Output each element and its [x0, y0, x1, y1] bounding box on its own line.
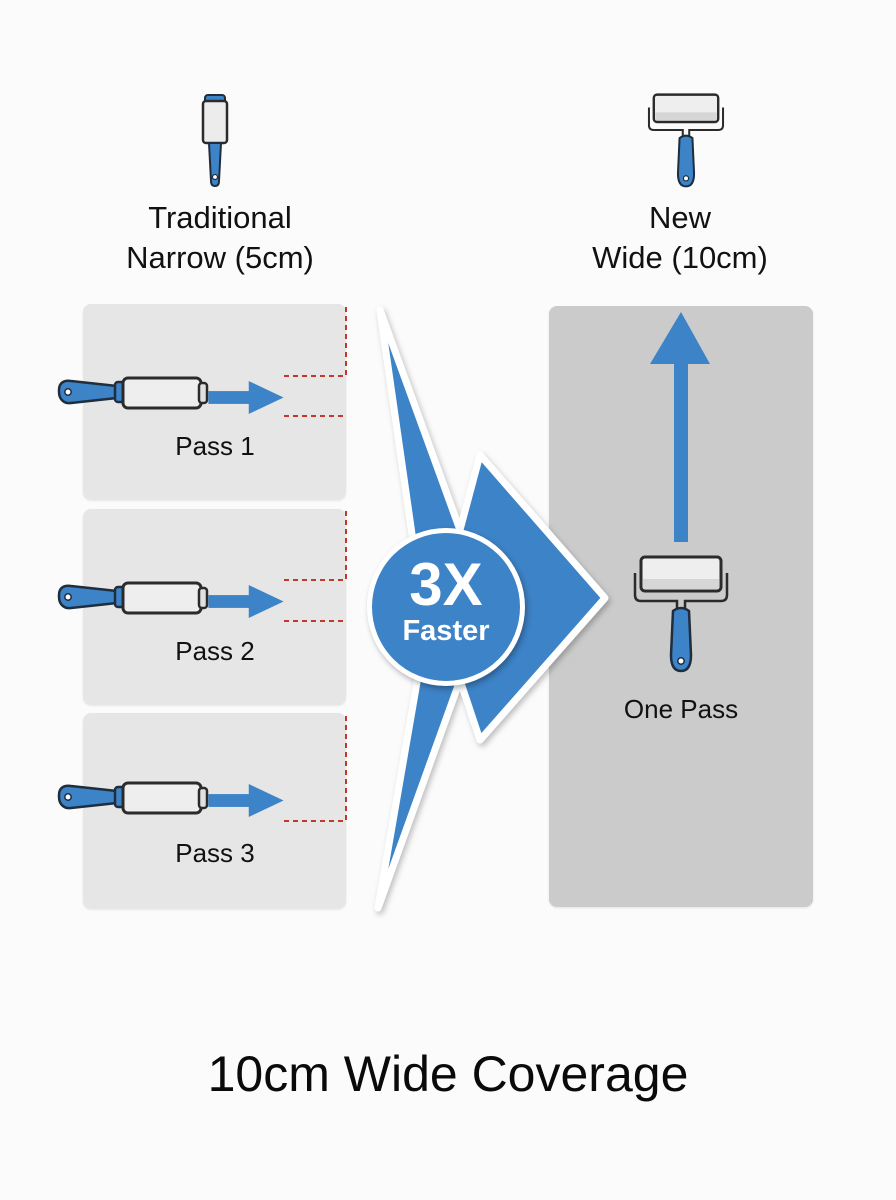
coverage-caption: 10cm Wide Coverage [207, 1046, 689, 1102]
pass-1-label: Pass 1 [175, 431, 255, 461]
new-title-line2: Wide (10cm) [592, 240, 768, 275]
pass-1-arrow-icon [208, 381, 284, 414]
traditional-title-line1: Traditional [148, 200, 292, 235]
pass-2-label: Pass 2 [175, 636, 255, 666]
faster-badge: 3X Faster [367, 528, 525, 686]
pass-1-roller-icon [57, 376, 209, 410]
new-title: New Wide (10cm) [540, 198, 820, 278]
pass-2-coverage-dashes [284, 511, 347, 622]
traditional-title-line2: Narrow (5cm) [126, 240, 314, 275]
one-pass-roller-icon [633, 555, 729, 673]
pass-3-label: Pass 3 [175, 838, 255, 868]
pass-3-arrow-icon [208, 784, 284, 817]
pass-3-coverage-dashes [284, 715, 347, 822]
pass-2-roller-icon [57, 581, 209, 615]
traditional-title: Traditional Narrow (5cm) [80, 198, 360, 278]
up-arrow-icon [650, 312, 710, 542]
new-title-line1: New [648, 200, 711, 235]
one-pass-label: One Pass [623, 694, 739, 724]
narrow-lint-roller-icon [201, 94, 229, 188]
pass-1-coverage-dashes [284, 306, 347, 417]
wide-roller-icon [647, 93, 725, 188]
faster-badge-label: Faster [402, 615, 490, 647]
faster-badge-value: 3X [409, 551, 483, 618]
pass-3-roller-icon [57, 781, 209, 815]
pass-2-arrow-icon [208, 585, 284, 618]
